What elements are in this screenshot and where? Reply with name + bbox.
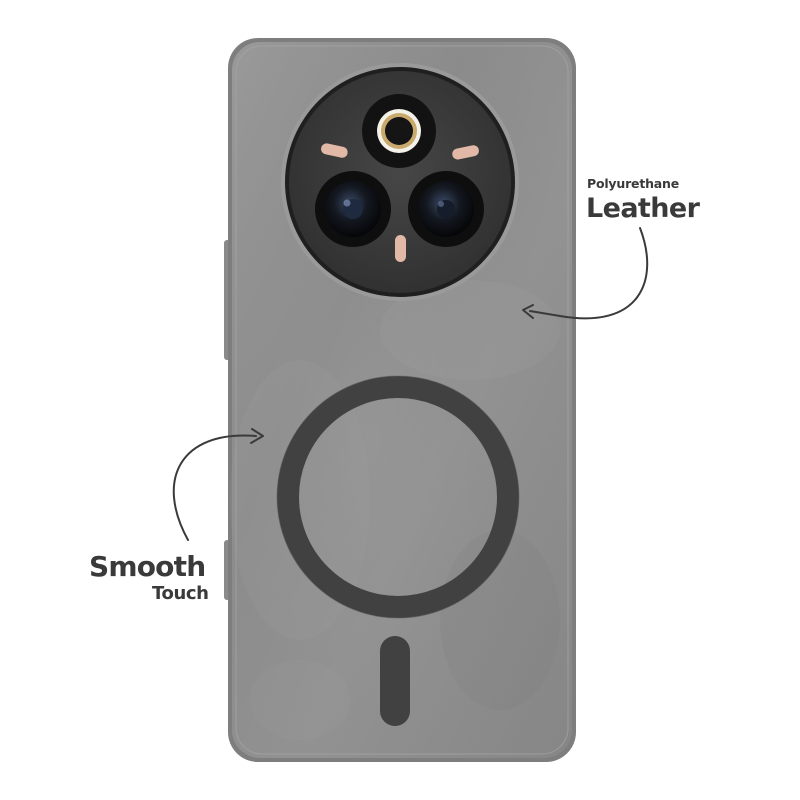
flash-right [452,145,479,160]
caption-touch: Touch [152,583,209,604]
flash-left [321,143,348,158]
flash-bottom [395,235,406,262]
caption-smooth: Smooth [89,550,206,583]
magsafe-ring [277,376,519,618]
arrow-smooth [172,434,257,541]
caption-polyurethane: Polyurethane [587,176,680,191]
arrow-leather [529,227,649,320]
magsafe-alignment-bar [380,636,410,726]
caption-leather: Leather [586,193,700,224]
